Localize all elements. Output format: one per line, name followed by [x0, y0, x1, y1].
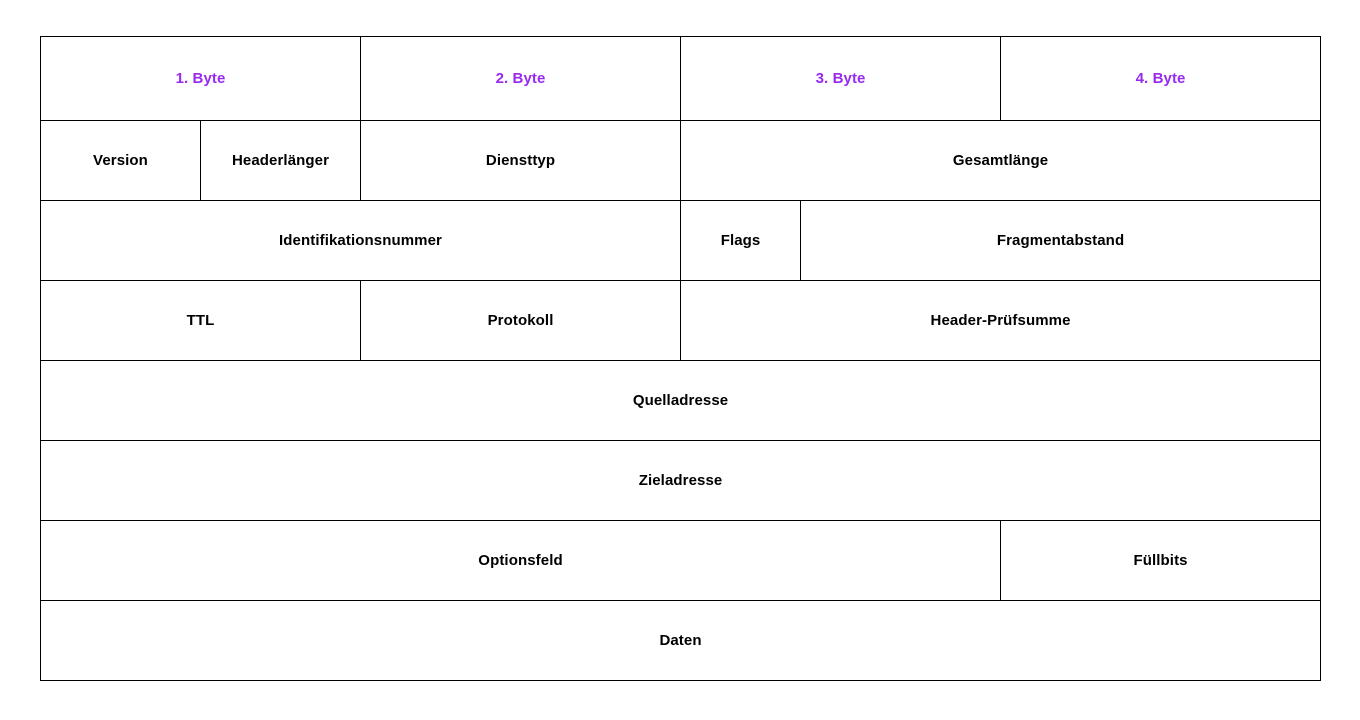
field-optionsfeld: Optionsfeld: [39, 520, 1002, 601]
ipv4-header-table: 1. Byte 2. Byte 3. Byte 4. Byte Version …: [39, 36, 1322, 681]
field-fragmentabstand: Fragmentabstand: [800, 200, 1322, 281]
field-headerlaenger: Headerlänger: [199, 120, 362, 201]
byte-header-3: 3. Byte: [680, 36, 1002, 121]
field-row-5: Zieladresse: [39, 440, 1322, 521]
field-row-1: Version Headerlänger Diensttyp Gesamtlän…: [40, 120, 1322, 201]
field-fuellbits: Füllbits: [1000, 520, 1322, 601]
field-daten: Daten: [39, 600, 1322, 681]
field-header-pruefsumme: Header-Prüfsumme: [680, 280, 1322, 361]
byte-header-4: 4. Byte: [1000, 36, 1322, 121]
field-ttl: TTL: [39, 280, 362, 361]
byte-header-row: 1. Byte 2. Byte 3. Byte 4. Byte: [39, 36, 1322, 121]
field-flags: Flags: [680, 200, 802, 281]
field-row-3: TTL Protokoll Header-Prüfsumme: [39, 280, 1322, 361]
field-zieladresse: Zieladresse: [39, 440, 1322, 521]
field-row-7: Daten: [39, 600, 1322, 681]
field-row-6: Optionsfeld Füllbits: [39, 520, 1322, 601]
byte-header-2: 2. Byte: [360, 36, 682, 121]
field-gesamtlaenge: Gesamtlänge: [680, 120, 1322, 201]
byte-header-1: 1. Byte: [39, 36, 362, 121]
field-row-2: Identifikationsnummer Flags Fragmentabst…: [39, 200, 1322, 281]
field-identifikationsnummer: Identifikationsnummer: [39, 200, 682, 281]
field-diensttyp: Diensttyp: [360, 120, 682, 201]
field-row-4: Quelladresse: [39, 360, 1322, 441]
field-protokoll: Protokoll: [360, 280, 682, 361]
field-version: Version: [40, 120, 201, 201]
field-quelladresse: Quelladresse: [39, 360, 1322, 441]
